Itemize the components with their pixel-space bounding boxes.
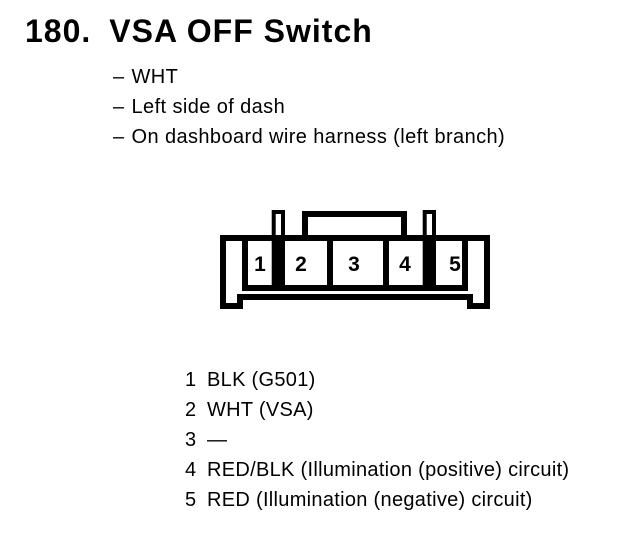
detail-item: – WHT: [113, 62, 505, 92]
pin-legend-number: 3: [185, 429, 197, 451]
pin-legend-number: 2: [185, 399, 197, 421]
page-title: 180. VSA OFF Switch: [25, 13, 373, 49]
connector-diagram: 1 2 3 4 5: [220, 210, 490, 309]
pin-legend-label: RED (Illumination (negative) circuit): [207, 489, 533, 511]
detail-text: Left side of dash: [131, 96, 286, 118]
pin-number: 5: [449, 253, 461, 276]
detail-item: – On dashboard wire harness (left branch…: [113, 122, 505, 152]
pin-number: 1: [254, 253, 266, 276]
dash-bullet: –: [113, 96, 125, 118]
pin-row: 1 BLK (G501): [185, 365, 569, 395]
pin-legend: 1 BLK (G501) 2 WHT (VSA) 3 — 4 RED/BLK (…: [185, 365, 569, 515]
item-title-text: VSA OFF Switch: [109, 13, 373, 49]
cavity-divider-thick: [422, 235, 436, 291]
item-number: 180.: [25, 13, 92, 49]
dash-bullet: –: [113, 66, 125, 88]
pin-legend-number: 1: [185, 369, 197, 391]
pin-number: 4: [399, 253, 411, 276]
pin-row: 2 WHT (VSA): [185, 395, 569, 425]
pin-legend-number: 5: [185, 489, 197, 511]
connector-tab-center: [302, 211, 407, 241]
detail-item: – Left side of dash: [113, 92, 505, 122]
dash-bullet: –: [113, 126, 125, 148]
cavity-divider-thick: [271, 235, 285, 291]
pin-number: 2: [295, 253, 307, 276]
pin-legend-label: —: [207, 429, 228, 451]
detail-text: On dashboard wire harness (left branch): [131, 126, 506, 148]
pin-row: 3 —: [185, 425, 569, 455]
pin-row: 4 RED/BLK (Illumination (positive) circu…: [185, 455, 569, 485]
pin-legend-label: BLK (G501): [207, 369, 316, 391]
pin-legend-label: WHT (VSA): [207, 399, 314, 421]
pin-legend-number: 4: [185, 459, 197, 481]
detail-text: WHT: [131, 66, 179, 88]
pin-legend-label: RED/BLK (Illumination (positive) circuit…: [207, 459, 570, 481]
connector-tab-right: [422, 210, 437, 240]
connector-tab-left: [271, 210, 286, 240]
detail-list: – WHT – Left side of dash – On dashboard…: [113, 62, 505, 152]
pin-row: 5 RED (Illumination (negative) circuit): [185, 485, 569, 515]
pin-number: 3: [348, 253, 360, 276]
